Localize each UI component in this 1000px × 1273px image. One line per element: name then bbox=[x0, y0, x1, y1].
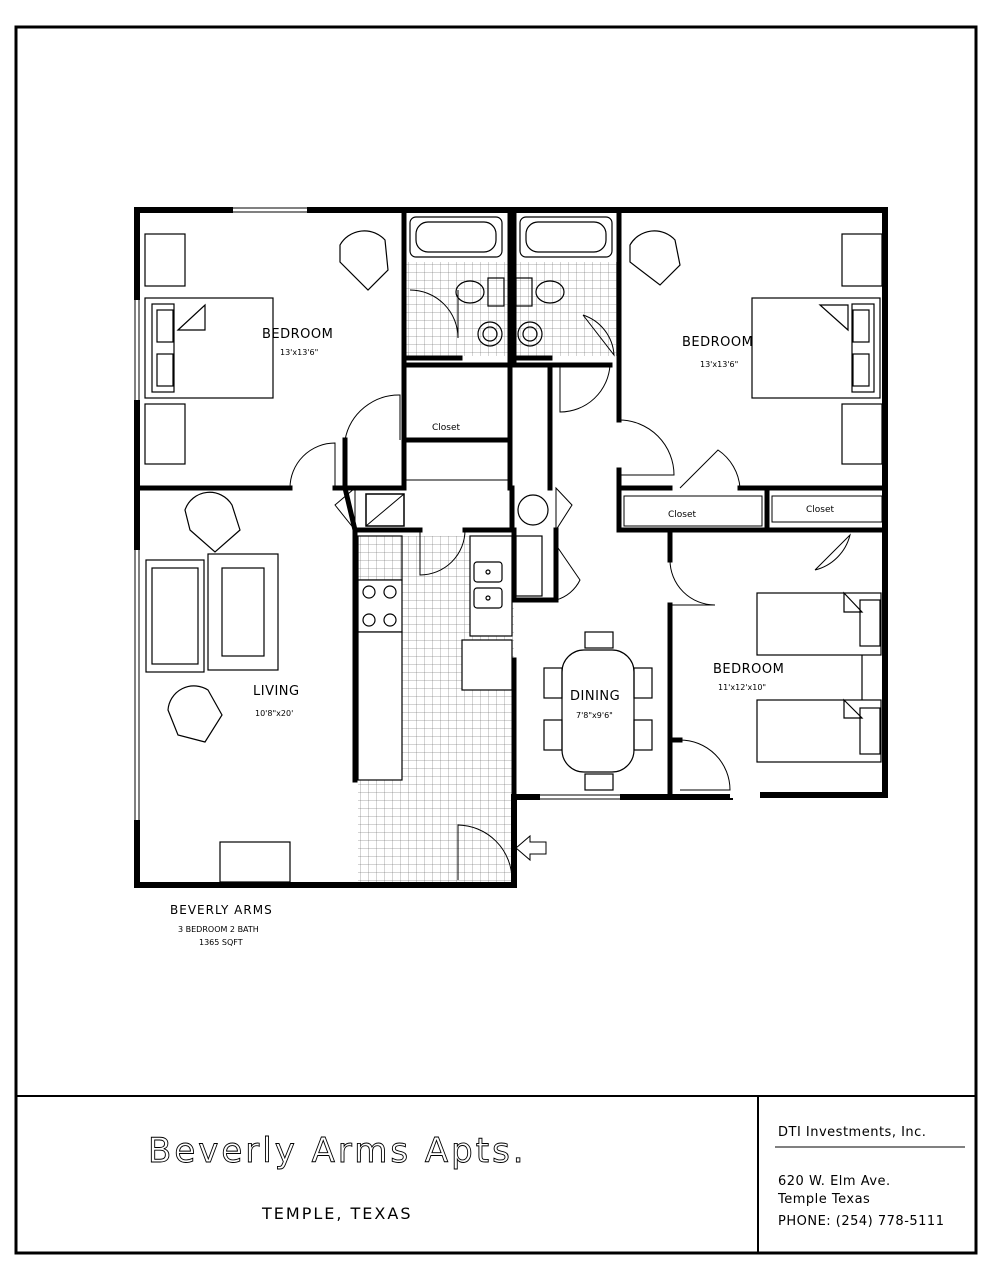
dining-table bbox=[543, 631, 653, 791]
project-description: 3 BEDROOM 2 BATH bbox=[178, 925, 259, 934]
dining-label: DINING bbox=[570, 689, 620, 704]
bedroom-lower-dims: 11'x12'x10" bbox=[718, 683, 766, 692]
entry-arrow-icon bbox=[515, 834, 547, 862]
closet-right-b-label: Closet bbox=[806, 505, 835, 515]
floor-plan bbox=[134, 207, 888, 888]
bedroom-right-label: BEDROOM bbox=[682, 335, 753, 350]
company-name: DTI Investments, Inc. bbox=[778, 1125, 926, 1140]
address-line-2: Temple Texas bbox=[777, 1192, 870, 1207]
sheet-border bbox=[14, 25, 978, 1255]
closet-left-label: Closet bbox=[432, 423, 461, 433]
bedroom-right-furniture bbox=[629, 230, 883, 465]
bedroom-lower-furniture bbox=[756, 591, 882, 763]
phone-number: PHONE: (254) 778-5111 bbox=[778, 1214, 944, 1229]
bedroom-left-dims: 13'x13'6" bbox=[280, 348, 318, 357]
address-line-1: 620 W. Elm Ave. bbox=[778, 1174, 891, 1189]
living-dims: 10'8"x20' bbox=[255, 709, 293, 718]
title-block-location: TEMPLE, TEXAS bbox=[261, 1204, 412, 1223]
title-block-title: Beverly Arms Apts. bbox=[148, 1131, 527, 1171]
bedroom-right-dims: 13'x13'6" bbox=[700, 360, 738, 369]
living-furniture bbox=[145, 491, 291, 883]
water-heater bbox=[365, 493, 405, 527]
project-name: BEVERLY ARMS bbox=[170, 903, 273, 917]
bath-fixtures-right bbox=[515, 216, 613, 347]
project-area: 1365 SQFT bbox=[199, 938, 243, 947]
closet-right-a-label: Closet bbox=[668, 510, 697, 520]
bedroom-lower-label: BEDROOM bbox=[713, 662, 784, 677]
living-label: LIVING bbox=[253, 684, 300, 699]
bath-fixtures-left bbox=[409, 216, 505, 347]
bedroom-left-label: BEDROOM bbox=[262, 327, 333, 342]
dining-dims: 7'8"x9'6" bbox=[576, 711, 613, 720]
interior-walls bbox=[134, 207, 888, 888]
hvac-unit bbox=[517, 494, 549, 526]
bedroom-left-furniture bbox=[144, 230, 389, 465]
door-swings bbox=[289, 289, 851, 881]
kitchen-fixtures bbox=[357, 535, 543, 781]
bath-tile-floor-left bbox=[405, 262, 509, 356]
